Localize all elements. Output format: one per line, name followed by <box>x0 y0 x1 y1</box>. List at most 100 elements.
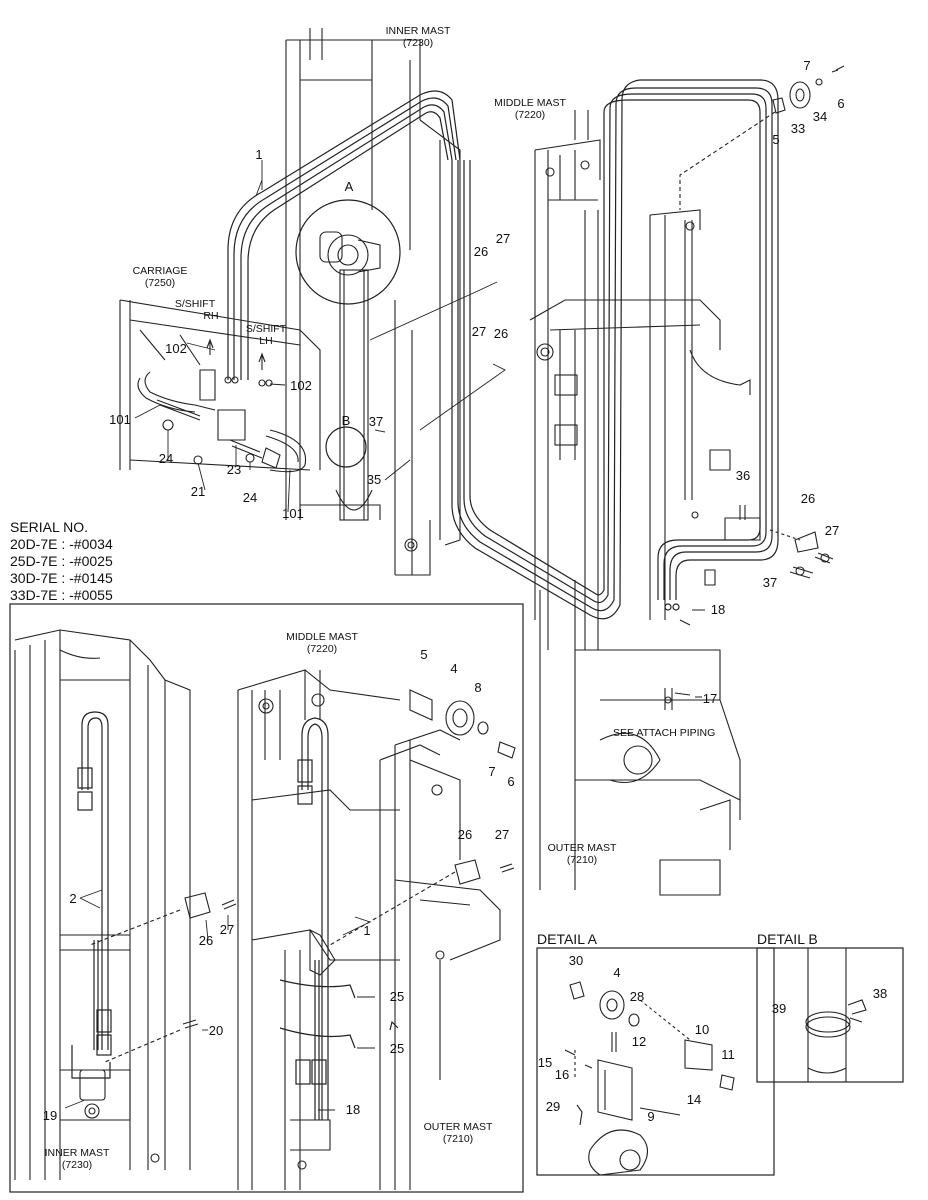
part-number: 4 <box>450 661 458 676</box>
part-number: 9 <box>647 1109 655 1124</box>
part-number: 6 <box>507 774 515 789</box>
part-number: 39 <box>771 1001 787 1016</box>
outer-mast-top-label: OUTER MAST <box>547 842 617 854</box>
middle-outer-mast-drawing <box>529 110 751 896</box>
middle-mast-top-label: MIDDLE MAST <box>494 97 566 109</box>
detail-b-drawing <box>805 948 867 1082</box>
part-number: 35 <box>366 472 382 487</box>
part-number: 11 <box>721 1047 735 1062</box>
sshift-rh-label: S/SHIFT <box>174 298 216 310</box>
part-number: 101 <box>109 412 131 427</box>
part-number: 23 <box>226 462 242 477</box>
part-number: 21 <box>190 484 206 499</box>
part-number: 7 <box>488 764 496 779</box>
sshift-lh-label: S/SHIFT <box>245 323 287 335</box>
outer-mast-top-code: (7210) <box>566 854 598 866</box>
part-number: 102 <box>290 378 312 393</box>
part-number: 28 <box>629 989 645 1004</box>
inset-middle-mast-drawing <box>237 669 501 1190</box>
serial-number-block: SERIAL NO. 20D-7E : -#0034 25D-7E : -#00… <box>10 519 113 604</box>
detail-b-box <box>756 947 904 1083</box>
inner-mast-top-code: (7230) <box>402 37 434 49</box>
inset-leader-lines <box>64 889 375 1111</box>
part-number: 17 <box>702 691 718 706</box>
part-number: 34 <box>812 109 828 124</box>
inset-hoses-left <box>71 711 112 1079</box>
lift-cylinder <box>319 231 381 521</box>
part-number: 10 <box>694 1022 710 1037</box>
part-number: 36 <box>735 468 751 483</box>
part-number: 5 <box>420 647 428 662</box>
middle-mast-inset-label: MIDDLE MAST <box>286 631 358 643</box>
inset-clamp-parts <box>89 859 515 1063</box>
detail-b-title: DETAIL B <box>757 931 818 947</box>
inner-mast-inset-code: (7230) <box>61 1159 93 1171</box>
part-number: 102 <box>165 341 187 356</box>
part-number: 26 <box>473 244 489 259</box>
part-number: 27 <box>219 922 235 937</box>
serial-line: 30D-7E : -#0145 <box>10 570 113 586</box>
part-number: 30 <box>568 953 584 968</box>
detail-a-title: DETAIL A <box>537 931 597 947</box>
inner-mast-top-label: INNER MAST <box>385 25 451 37</box>
serial-inset-box <box>9 603 524 1193</box>
bracket-parts-right <box>664 505 834 710</box>
part-number: 6 <box>837 96 845 111</box>
part-number: 1 <box>255 147 263 162</box>
part-number: 37 <box>762 575 778 590</box>
outer-mast-inset-code: (7210) <box>442 1133 474 1145</box>
inset-sheave-parts <box>409 689 516 759</box>
upper-leader-lines <box>134 160 506 513</box>
inset-inner-mast-drawing <box>14 629 191 1180</box>
part-number: 8 <box>474 680 482 695</box>
part-number: 14 <box>686 1092 702 1107</box>
hoses-upper-left <box>227 90 461 380</box>
middle-mast-top-code: (7220) <box>514 109 546 121</box>
part-number: 7 <box>803 58 811 73</box>
part-number: 16 <box>554 1067 570 1082</box>
detail-b-callout-circle <box>325 426 367 468</box>
detail-a-callout-label: A <box>344 179 354 194</box>
serial-line: 20D-7E : -#0034 <box>10 536 113 552</box>
carriage-code: (7250) <box>144 277 176 289</box>
serial-line: 25D-7E : -#0025 <box>10 553 113 569</box>
part-number: 2 <box>69 891 77 906</box>
part-number: 101 <box>282 506 304 521</box>
part-number: 27 <box>824 523 840 538</box>
part-number: 27 <box>494 827 510 842</box>
part-number: 24 <box>158 451 174 466</box>
inner-mast-upper-drawing <box>285 28 461 576</box>
detail-b-callout-label: B <box>341 413 351 428</box>
part-number: 19 <box>42 1108 58 1123</box>
part-number: 27 <box>471 324 487 339</box>
serial-line: 33D-7E : -#0055 <box>10 587 113 603</box>
part-number: 12 <box>631 1034 647 1049</box>
see-attach-piping-label: SEE ATTACH PIPING <box>613 727 716 739</box>
detail-a-drawing <box>564 981 735 1176</box>
detail-a-box <box>536 947 775 1176</box>
inner-mast-inset-label: INNER MAST <box>44 1147 110 1159</box>
part-number: 15 <box>537 1055 553 1070</box>
part-number: 33 <box>790 121 806 136</box>
part-number: 26 <box>800 491 816 506</box>
serial-title: SERIAL NO. <box>10 519 89 535</box>
part-number: 26 <box>493 326 509 341</box>
inset-hoses-middle <box>279 717 399 1120</box>
part-number: 5 <box>772 132 780 147</box>
detail-a-callout-circle <box>295 199 401 305</box>
part-number: 26 <box>457 827 473 842</box>
part-number: 38 <box>872 986 888 1001</box>
part-number: 20 <box>208 1023 224 1038</box>
part-number: 4 <box>613 965 621 980</box>
part-number: 18 <box>710 602 726 617</box>
part-number: 29 <box>545 1099 561 1114</box>
sshift-lh-side: LH <box>259 335 273 347</box>
part-number: 24 <box>242 490 258 505</box>
part-number: 25 <box>389 1041 405 1056</box>
sshift-rh-side: RH <box>203 310 219 322</box>
sheave-parts-upper <box>679 65 845 210</box>
outer-mast-inset-label: OUTER MAST <box>423 1121 493 1133</box>
part-number: 26 <box>198 933 214 948</box>
hoses-upper-right <box>451 79 779 620</box>
part-number: 1 <box>363 923 371 938</box>
